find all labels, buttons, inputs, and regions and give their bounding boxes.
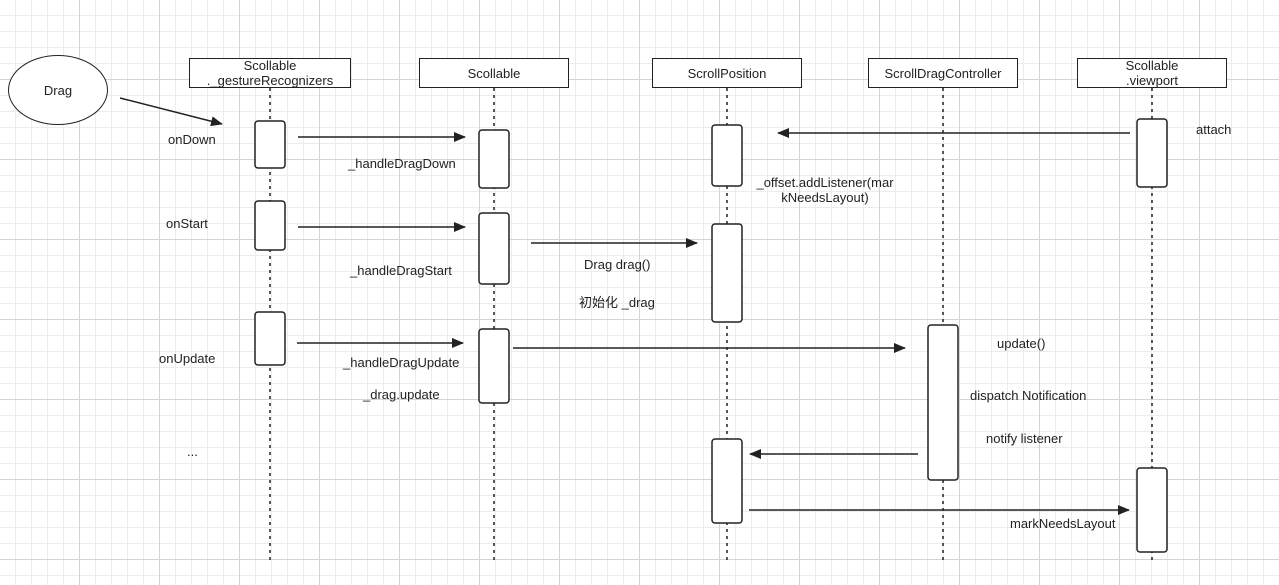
actor-scroll-position-label: ScrollPosition <box>687 65 767 81</box>
activation-viewport-1 <box>1136 118 1168 188</box>
message-attach: attach <box>1196 122 1232 137</box>
actor-gesture-recognizers-label: Scollable ._gestureRecognizers <box>206 58 334 88</box>
message-notify-listener: notify listener <box>986 431 1063 446</box>
activation-scrollable-2 <box>478 212 510 285</box>
message-init-drag: 初始化 _drag <box>579 295 655 310</box>
activation-scrollable-1 <box>478 129 510 189</box>
actor-scroll-drag-controller-label: ScrollDragController <box>884 65 1002 81</box>
activation-gesture-3 <box>254 311 286 366</box>
arrow-drag-to-gesture <box>119 97 223 127</box>
event-more: ... <box>187 444 198 459</box>
activation-position-2 <box>711 223 743 323</box>
actor-scrollable-label: Scollable <box>467 65 521 81</box>
actor-scroll-drag-controller: ScrollDragController <box>868 58 1018 88</box>
message-drag-update: _drag.update <box>363 387 440 402</box>
event-on-update: onUpdate <box>159 351 216 366</box>
activation-viewport-2 <box>1136 467 1168 553</box>
drag-start-label: Drag <box>43 82 73 98</box>
message-mark-needs-layout: markNeedsLayout <box>1010 516 1116 531</box>
activation-position-3 <box>711 438 743 524</box>
event-on-down: onDown <box>168 132 216 147</box>
actor-viewport: Scollable .viewport <box>1077 58 1227 88</box>
activation-controller-1 <box>927 324 959 481</box>
event-on-start: onStart <box>166 216 208 231</box>
message-drag-init: Drag drag() <box>584 257 651 272</box>
actor-scrollable: Scollable <box>419 58 569 88</box>
actor-scroll-position: ScrollPosition <box>652 58 802 88</box>
activation-gesture-2 <box>254 200 286 251</box>
message-add-listener: _offset.addListener(mar kNeedsLayout) <box>756 175 894 205</box>
message-dispatch-notification: dispatch Notification <box>970 388 1087 403</box>
actor-viewport-label: Scollable .viewport <box>1125 58 1179 88</box>
activation-position-1 <box>711 124 743 187</box>
actor-gesture-recognizers: Scollable ._gestureRecognizers <box>189 58 351 88</box>
drag-start-node: Drag <box>8 55 108 125</box>
activation-scrollable-3 <box>478 328 510 404</box>
message-handle-drag-down: _handleDragDown <box>348 156 456 171</box>
message-handle-drag-update: _handleDragUpdate <box>343 355 460 370</box>
message-handle-drag-start: _handleDragStart <box>350 263 452 278</box>
activation-gesture-1 <box>254 120 286 169</box>
message-update: update() <box>997 336 1046 351</box>
